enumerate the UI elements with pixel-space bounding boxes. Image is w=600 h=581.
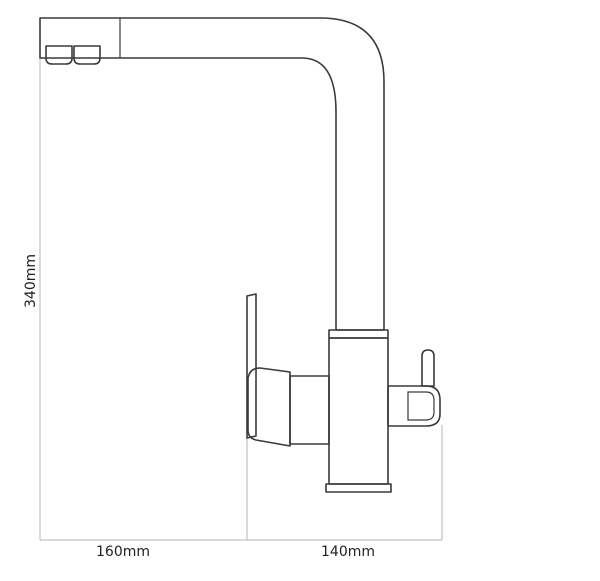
- height-dimension-label: 340mm: [23, 254, 39, 308]
- left-lever-plate: [246, 293, 257, 439]
- right-lever-housing: [387, 385, 441, 427]
- right-width-dimension-label: 140mm: [321, 544, 375, 560]
- body-base-ring: [325, 483, 392, 493]
- right-lever-handle: [421, 349, 435, 387]
- left-lever-body: [247, 367, 291, 447]
- dimension-lines: [39, 18, 443, 541]
- left-width-dimension-label: 160mm: [96, 544, 150, 560]
- faucet-body: [325, 337, 392, 493]
- left-lever: [246, 293, 330, 447]
- body-outline: [328, 337, 389, 485]
- aerator-nozzles: [45, 45, 101, 65]
- nozzle-left: [45, 45, 73, 65]
- nozzle-right: [73, 45, 101, 65]
- left-connector: [289, 375, 330, 445]
- spout-collar: [328, 329, 389, 339]
- right-lever-cap: [407, 391, 435, 421]
- right-lever: [387, 349, 441, 427]
